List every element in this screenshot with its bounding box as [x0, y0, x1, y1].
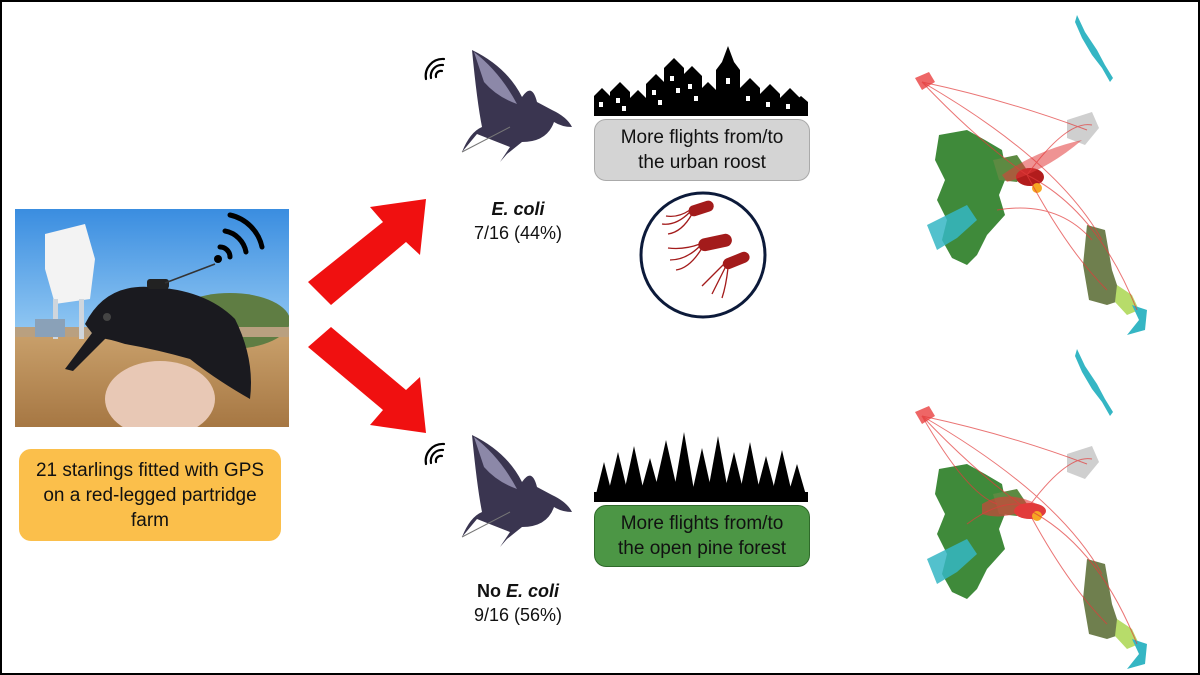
photo-caption: 21 starlings fitted with GPS on a red-le… [19, 449, 281, 541]
signal-icon [424, 57, 446, 81]
no-ecoli-stat: No E. coli 9/16 (56%) [443, 579, 593, 627]
flight-map-top [915, 15, 1147, 335]
bacteria-icon [639, 191, 767, 319]
arrows [308, 199, 426, 433]
pine-forest-icon [594, 432, 808, 502]
urban-flights-box: More flights from/to the urban roost [594, 119, 810, 181]
starling-bottom [424, 435, 572, 547]
forest-flights-box: More flights from/to the open pine fores… [594, 505, 810, 567]
ecoli-stat: E. coli 7/16 (44%) [443, 197, 593, 245]
no-ecoli-label: No E. coli [476, 581, 559, 601]
starling-top [424, 50, 572, 162]
urban-skyline-icon [594, 46, 808, 116]
ecoli-ratio: 7/16 (44%) [473, 223, 563, 243]
starling-photo [15, 209, 289, 427]
arrow-up [308, 199, 426, 305]
arrow-down [308, 327, 426, 433]
signal-icon [424, 442, 446, 466]
ecoli-label: E. coli [491, 199, 545, 219]
flight-map-bottom [915, 349, 1147, 669]
no-ecoli-ratio: 9/16 (56%) [473, 605, 563, 625]
